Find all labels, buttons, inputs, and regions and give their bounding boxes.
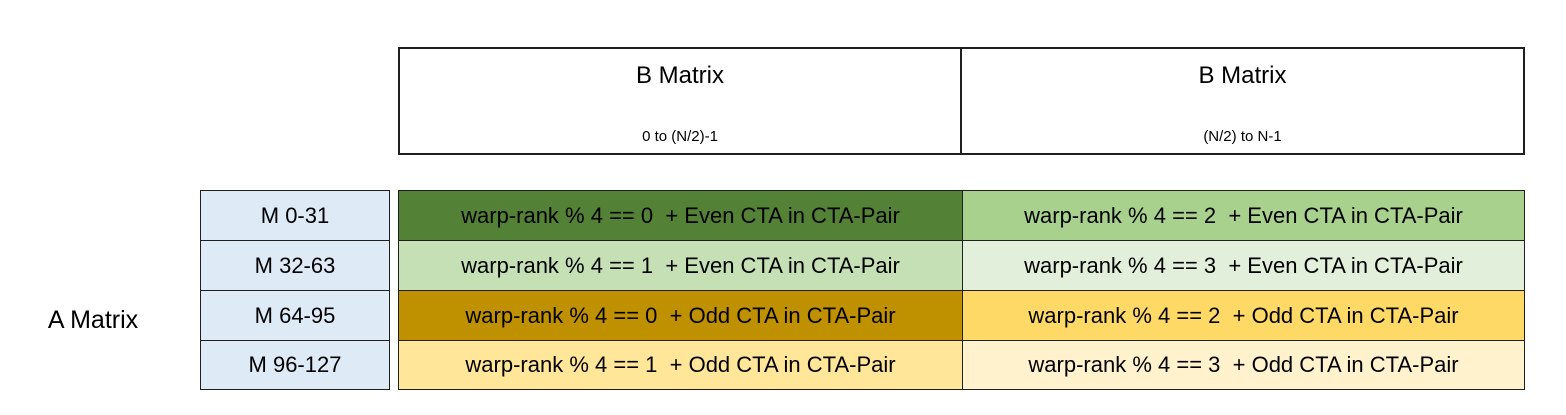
m-range-label-r2: M 64-95 xyxy=(200,290,390,340)
b-matrix-range-left: 0 to (N/2)-1 xyxy=(642,128,718,145)
mapping-cell-r3-left: warp-rank % 4 == 1 + Odd CTA in CTA-Pair xyxy=(398,340,962,390)
b-matrix-headers: B Matrix 0 to (N/2)-1 B Matrix (N/2) to … xyxy=(398,47,1525,155)
mapping-cell-r2-left: warp-rank % 4 == 0 + Odd CTA in CTA-Pair xyxy=(398,290,962,340)
b-matrix-header-left: B Matrix 0 to (N/2)-1 xyxy=(398,47,962,155)
mapping-cell-r3-right: warp-rank % 4 == 3 + Odd CTA in CTA-Pair xyxy=(962,340,1525,390)
mapping-cell-r0-left: warp-rank % 4 == 0 + Even CTA in CTA-Pai… xyxy=(398,190,962,240)
column-gap xyxy=(390,340,398,390)
m-range-label-r3: M 96-127 xyxy=(200,340,390,390)
m-range-label-r0: M 0-31 xyxy=(200,190,390,240)
b-matrix-title-right: B Matrix xyxy=(1198,62,1287,89)
a-matrix-label: A Matrix xyxy=(47,306,139,334)
b-matrix-range-right: (N/2) to N-1 xyxy=(1203,128,1282,145)
b-matrix-header-right: B Matrix (N/2) to N-1 xyxy=(962,47,1525,155)
b-matrix-title-left: B Matrix xyxy=(635,62,724,89)
mapping-cell-r0-right: warp-rank % 4 == 2 + Even CTA in CTA-Pai… xyxy=(962,190,1525,240)
column-gap xyxy=(390,240,398,290)
m-range-label-r1: M 32-63 xyxy=(200,240,390,290)
column-gap xyxy=(390,290,398,340)
column-gap xyxy=(390,190,398,240)
mapping-cell-r1-left: warp-rank % 4 == 1 + Even CTA in CTA-Pai… xyxy=(398,240,962,290)
mapping-cell-r2-right: warp-rank % 4 == 2 + Odd CTA in CTA-Pair xyxy=(962,290,1525,340)
mapping-cell-r1-right: warp-rank % 4 == 3 + Even CTA in CTA-Pai… xyxy=(962,240,1525,290)
mapping-table: M 0-31 warp-rank % 4 == 0 + Even CTA in … xyxy=(200,190,1525,390)
